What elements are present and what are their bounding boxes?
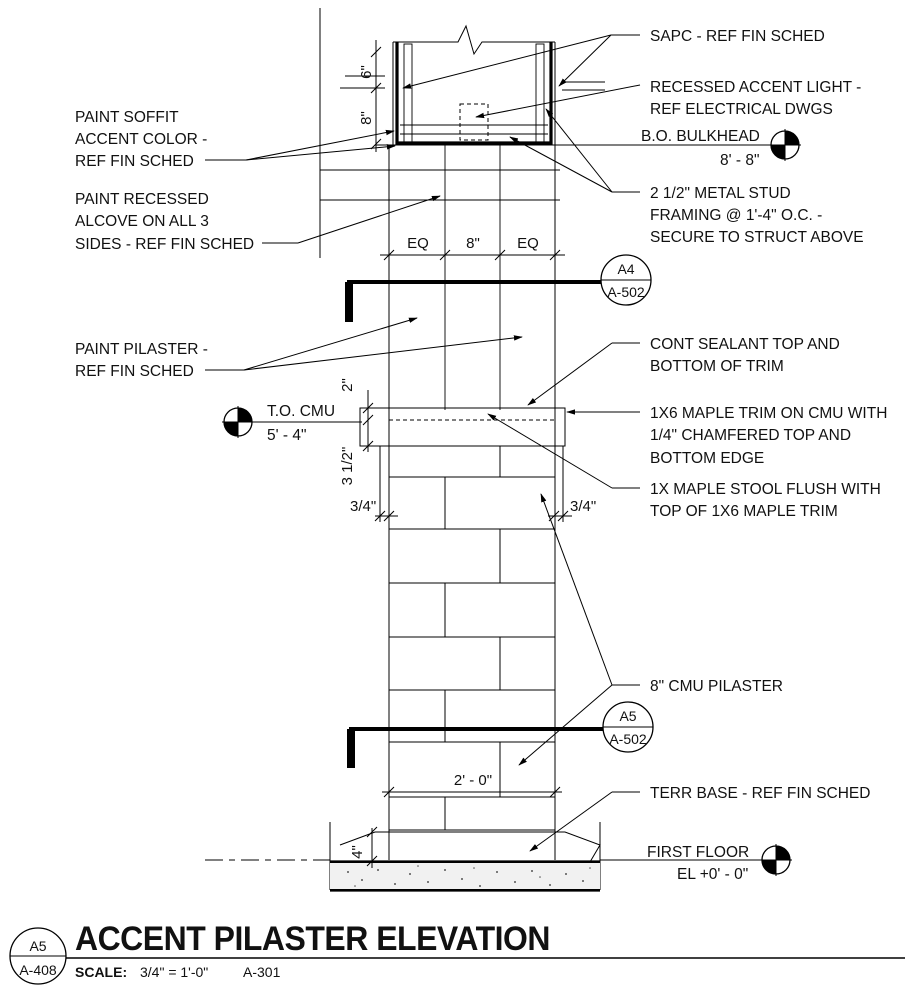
bulkhead-elevation-target (769, 129, 801, 161)
floor-slab (205, 822, 770, 892)
note-first-floor: FIRST FLOOR (647, 844, 749, 861)
title-block: A5 A-408 ACCENT PILASTER ELEVATION SCALE… (9, 920, 905, 985)
cmu-courses (389, 446, 555, 831)
dim-three-half: 3 1/2" (339, 447, 356, 486)
note-pilaster-paint-line1: PAINT PILASTER - (75, 341, 208, 358)
note-trim-line2: 1/4" CHAMFERED TOP AND (650, 427, 851, 444)
dim-eight-mid: 8" (466, 235, 480, 252)
note-alcove-line2: ALCOVE ON ALL 3 (75, 213, 209, 230)
note-stool-line2: TOP OF 1X6 MAPLE TRIM (650, 503, 838, 520)
section-upper-id: A4 (617, 261, 634, 277)
note-stud-line2: FRAMING @ 1'-4" O.C. - (650, 207, 822, 224)
note-alcove-line1: PAINT RECESSED (75, 191, 209, 208)
maple-stool (388, 419, 556, 447)
note-terr-base: TERR BASE - REF FIN SCHED (650, 785, 870, 802)
scale-label: SCALE: (75, 964, 127, 980)
note-trim-line1: 1X6 MAPLE TRIM ON CMU WITH (650, 405, 887, 422)
dim-three-quarter-right: 3/4" (570, 498, 596, 515)
section-cut-a4: A4 A-502 (345, 254, 652, 322)
dim-eight-vertical: 8" (358, 111, 375, 125)
note-to-cmu: T.O. CMU (267, 403, 335, 420)
note-bulkhead-elevation: 8' - 8" (720, 152, 759, 169)
section-upper-sheet: A-502 (607, 284, 645, 300)
note-pilaster-paint-line2: REF FIN SCHED (75, 363, 194, 380)
note-recessed-light-line1: RECESSED ACCENT LIGHT - (650, 79, 861, 96)
section-lower-sheet: A-502 (609, 731, 647, 747)
note-sealant-line1: CONT SEALANT TOP AND (650, 336, 840, 353)
detail-tag-id: A5 (29, 938, 46, 954)
note-recessed-light-line2: REF ELECTRICAL DWGS (650, 101, 833, 118)
dim-two-in: 2" (339, 378, 356, 392)
dim-eq-right: EQ (517, 235, 539, 252)
maple-trim (359, 407, 566, 447)
note-cmu: 8" CMU PILASTER (650, 678, 783, 695)
dim-two-ft: 2' - 0" (454, 772, 492, 789)
leader-lines (205, 34, 641, 852)
note-first-floor-elevation: EL +0' - 0" (677, 866, 748, 883)
section-cut-a5: A5 A-502 (347, 701, 654, 768)
sheet-reference: A-301 (243, 964, 281, 980)
note-to-cmu-elevation: 5' - 4" (267, 427, 306, 444)
dim-three-quarter-left: 3/4" (350, 498, 376, 515)
drawing-title: ACCENT PILASTER ELEVATION (75, 920, 550, 958)
right-notes: SAPC - REF FIN SCHED RECESSED ACCENT LIG… (641, 28, 887, 883)
left-notes: PAINT SOFFIT ACCENT COLOR - REF FIN SCHE… (75, 109, 335, 444)
note-sapc: SAPC - REF FIN SCHED (650, 28, 825, 45)
dim-eq-left: EQ (407, 235, 429, 252)
section-lower-id: A5 (619, 708, 636, 724)
note-alcove-line3: SIDES - REF FIN SCHED (75, 236, 254, 253)
note-stud-line1: 2 1/2" METAL STUD (650, 185, 791, 202)
note-trim-line3: BOTTOM EDGE (650, 450, 764, 467)
to-cmu-elevation-target (222, 406, 362, 438)
dim-six: 6" (358, 65, 375, 79)
dimensions: 6" 8" EQ 8" EQ 2" 3 1/2" 3/4" 3/4" 2' - … (339, 40, 596, 868)
note-bulkhead: B.O. BULKHEAD (641, 128, 760, 145)
dim-four: 4" (349, 845, 366, 859)
note-soffit-line1: PAINT SOFFIT (75, 109, 179, 126)
bulkhead-soffit (319, 8, 800, 258)
first-floor-elevation-target (760, 844, 792, 876)
cmu-pilaster (359, 145, 566, 860)
detail-tag-sheet: A-408 (19, 962, 57, 978)
note-soffit-line3: REF FIN SCHED (75, 153, 194, 170)
note-soffit-line2: ACCENT COLOR - (75, 131, 207, 148)
scale-value: 3/4" = 1'-0" (140, 964, 208, 980)
note-stool-line1: 1X MAPLE STOOL FLUSH WITH (650, 481, 881, 498)
note-stud-line3: SECURE TO STRUCT ABOVE (650, 229, 864, 246)
note-sealant-line2: BOTTOM OF TRIM (650, 358, 784, 375)
